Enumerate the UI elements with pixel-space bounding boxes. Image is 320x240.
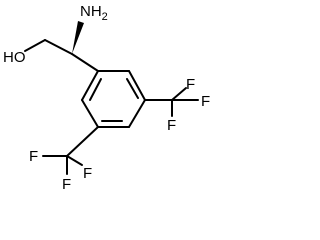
bond-chiral-ring xyxy=(71,53,99,72)
atom-label-ho: HO xyxy=(3,49,26,66)
bond-ring-cf3-bottom xyxy=(66,126,99,157)
atom-label-nh2-symbol: NH xyxy=(80,3,102,20)
atom-label-f-bottom-left: F xyxy=(29,148,38,165)
atom-label-f-right-bottom: F xyxy=(167,117,176,134)
bonds xyxy=(24,21,199,175)
ring-bond-3 xyxy=(128,99,146,128)
chemical-structure-diagram: NH2 HO F F F F F F xyxy=(3,3,210,193)
ring-bond-6 xyxy=(81,70,99,101)
bond-ch2-chiral xyxy=(44,39,73,55)
atom-label-f-bottom-lower: F xyxy=(62,176,71,193)
ring-bond-2 xyxy=(128,70,146,101)
ring-double-bond-3 xyxy=(89,78,102,101)
atom-label-f-right-side: F xyxy=(201,93,210,110)
atom-labels: NH2 HO F F F F F F xyxy=(3,3,210,193)
bond-ho-ch2 xyxy=(24,39,46,52)
bond-cf3-bottom-f-right xyxy=(66,155,83,166)
bond-chiral-nh2-wedge xyxy=(72,21,84,54)
atom-label-f-right-top: F xyxy=(186,76,195,93)
atom-label-nh2: NH2 xyxy=(80,3,108,23)
ring-bond-5 xyxy=(81,99,99,128)
ring-double-bond-1 xyxy=(126,78,139,99)
atom-label-nh2-subscript: 2 xyxy=(102,11,108,23)
atom-label-f-bottom-right: F xyxy=(83,165,92,182)
bond-cf3-right-f-top xyxy=(171,87,187,101)
